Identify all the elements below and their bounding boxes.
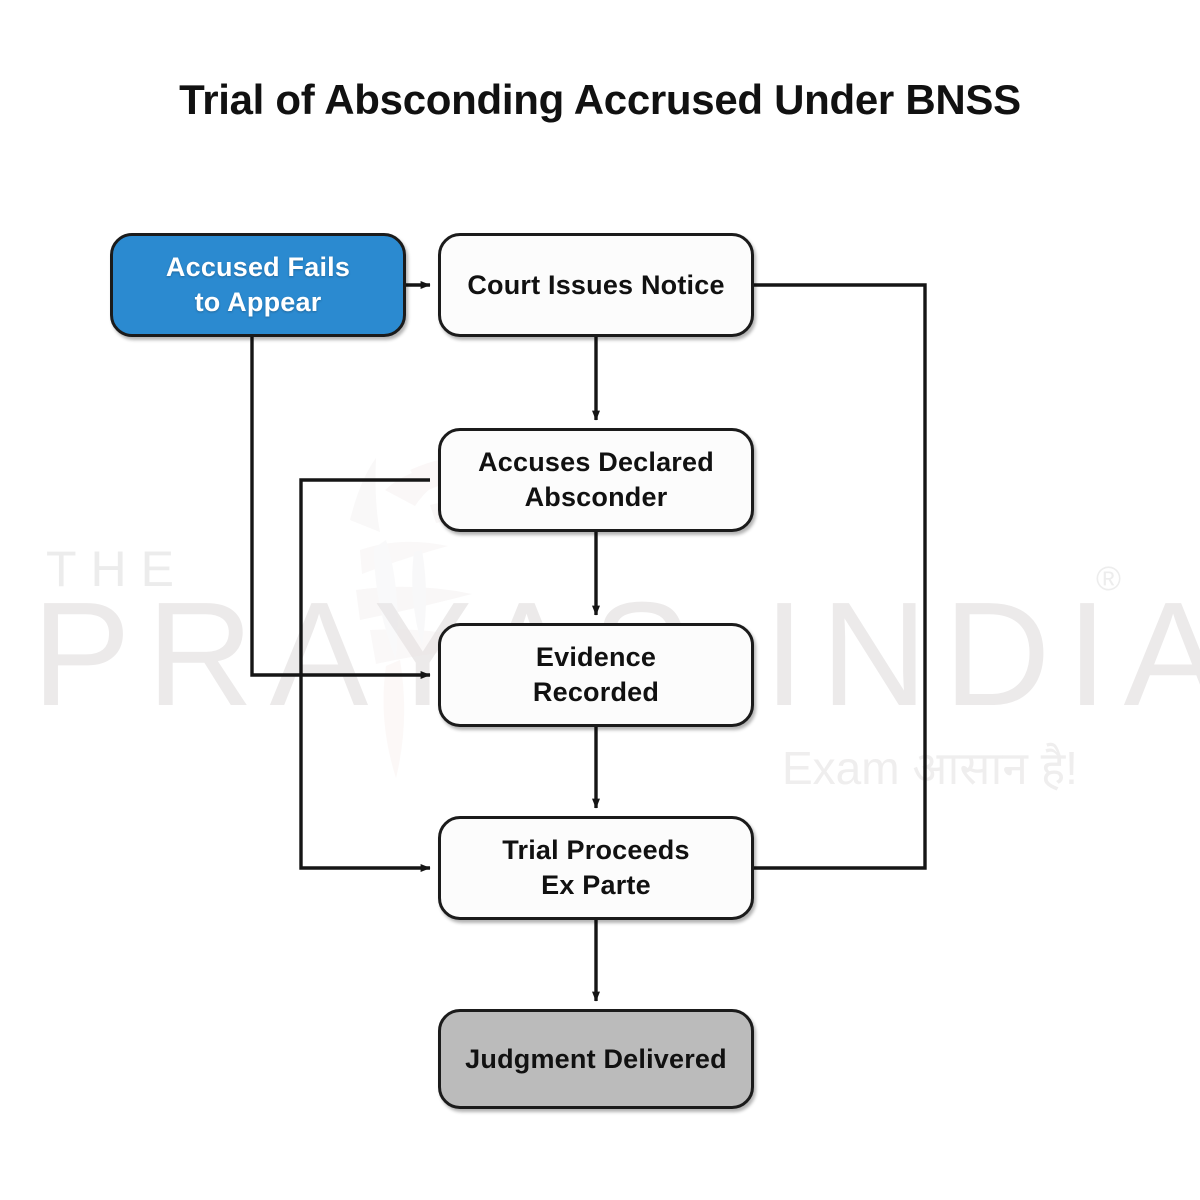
edge-notice-to-trial-bypass bbox=[754, 283, 927, 870]
node-label: Court Issues Notice bbox=[467, 269, 725, 300]
node-trial-proceeds-ex-parte[interactable]: Trial Proceeds Ex Parte bbox=[438, 816, 754, 920]
node-label-line2: Absconder bbox=[524, 482, 668, 512]
page-title: Trial of Absconding Accrused Under BNSS bbox=[179, 76, 1021, 123]
node-label: Evidence Recorded bbox=[533, 640, 659, 709]
edge-absconder-to-trial bbox=[299, 478, 431, 872]
node-evidence-recorded[interactable]: Evidence Recorded bbox=[438, 623, 754, 727]
node-label: Judgment Delivered bbox=[465, 1043, 727, 1074]
node-label-line1: Trial Proceeds bbox=[502, 835, 690, 866]
node-label: Accuses Declared Absconder bbox=[478, 445, 714, 514]
node-label-line1: Evidence bbox=[535, 642, 657, 673]
node-judgment-delivered[interactable]: Judgment Delivered bbox=[438, 1009, 754, 1109]
node-accused-fails-to-appear[interactable]: Accused Fails to Appear bbox=[110, 233, 406, 337]
node-label-line1: Accuses Declared bbox=[478, 447, 714, 478]
edge-start-to-evidence bbox=[250, 337, 431, 679]
node-label: Accused Fails to Appear bbox=[166, 250, 350, 319]
node-label-line2: to Appear bbox=[194, 287, 322, 317]
node-label-line1: Accused Fails bbox=[165, 252, 351, 283]
node-court-issues-notice[interactable]: Court Issues Notice bbox=[438, 233, 754, 337]
node-label-line2: Ex Parte bbox=[541, 870, 651, 900]
node-accuses-declared-absconder[interactable]: Accuses Declared Absconder bbox=[438, 428, 754, 532]
node-label: Trial Proceeds Ex Parte bbox=[502, 833, 689, 902]
node-label-line2: Recorded bbox=[532, 677, 660, 707]
